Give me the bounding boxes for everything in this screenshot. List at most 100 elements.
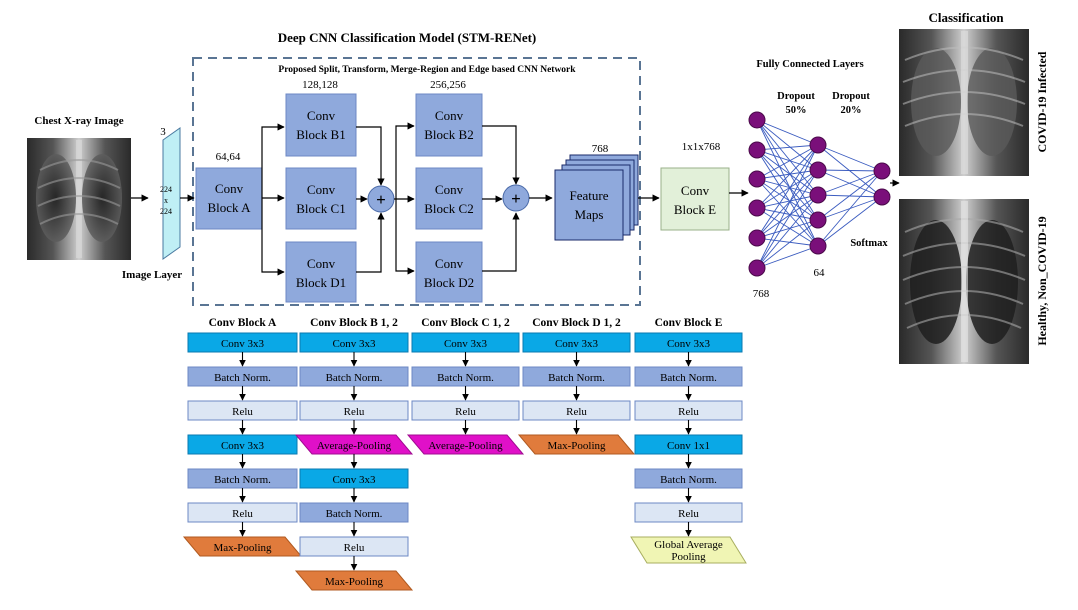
layer-label-conv-3x3: Conv 3x3 (332, 474, 376, 486)
feature-maps-line1: Feature (570, 188, 609, 203)
conv-block-b1 (285, 93, 357, 157)
fc-neuron-layer-1 (748, 141, 766, 159)
arrow-merge1-to-d2 (395, 199, 415, 275)
layer-label-batch-norm: Batch Norm. (214, 372, 271, 384)
layer-label-relu: Relu (678, 406, 699, 418)
fc-neuron-layer-2 (809, 161, 827, 179)
layer-label-conv-3x3: Conv 3x3 (221, 440, 265, 452)
block-a-line1: Conv (215, 181, 244, 196)
block-c2-line1: Conv (435, 182, 464, 197)
fc-neuron-layer-1 (748, 259, 766, 277)
detail-header-conv-block-c-1-2: Conv Block C 1, 2 (421, 317, 510, 329)
layer-box-max-pooling (517, 434, 636, 455)
block-b1-line1: Conv (307, 108, 336, 123)
conv-block-a (195, 167, 263, 230)
layer-label-relu: Relu (232, 508, 253, 520)
fc-edge (756, 149, 819, 247)
fc-neuron-layer-2 (809, 237, 827, 255)
block-d2-line2: Block D2 (424, 275, 474, 290)
layer-label-conv-3x3: Conv 3x3 (667, 338, 711, 350)
fc-edge (756, 144, 819, 180)
fc-edge (817, 169, 883, 172)
feature-maps-dim: 768 (592, 143, 609, 155)
arrow-b2-to-merge2 (482, 125, 520, 185)
fc-edge (756, 169, 819, 239)
fc-edge (756, 169, 819, 209)
input-channels: 3 (160, 126, 166, 138)
layer-label-average-pooling: Average-Pooling (317, 440, 392, 452)
fc-edge (756, 119, 819, 196)
fc-edge (817, 170, 883, 247)
fc-edge (756, 245, 819, 269)
input-size-x: x (164, 196, 168, 205)
layer-label-batch-norm: Batch Norm. (660, 372, 717, 384)
image-layer-label: Image Layer (122, 269, 182, 281)
arrow-a-to-b1 (261, 123, 285, 198)
fc-edge (817, 169, 883, 198)
input-label: Chest X-ray Image (34, 115, 123, 127)
fc-title: Fully Connected Layers (756, 59, 863, 70)
network-subtitle: Proposed Split, Transform, Merge-Region … (278, 65, 576, 75)
fc-neuron-layer-2 (809, 136, 827, 154)
arrow-a-to-d1 (261, 198, 285, 276)
layer-label-relu: Relu (566, 406, 587, 418)
block-c1-line1: Conv (307, 182, 336, 197)
block-d1-line1: Conv (307, 256, 336, 271)
fc-neuron-layer-1 (748, 229, 766, 247)
arrow-b1-to-merge1 (356, 126, 385, 186)
block-a-dim: 64,64 (216, 151, 241, 163)
fc-edge (756, 194, 819, 239)
feature-maps-line2: Maps (575, 207, 604, 222)
class-covid-label: COVID-19 Infected (1035, 51, 1049, 152)
block-e-line1: Conv (681, 183, 710, 198)
layer-label-batch-norm: Batch Norm. (214, 474, 271, 486)
layer-label-conv-1x1: Conv 1x1 (667, 440, 710, 452)
arrow-merge1-to-b2 (395, 122, 415, 199)
fc-neuron-layer-1 (748, 170, 766, 188)
fc-layer1-count: 768 (753, 288, 770, 300)
block-a-line2: Block A (208, 200, 252, 215)
input-size-top: 224 (160, 185, 172, 194)
layer-label-batch-norm: Batch Norm. (326, 508, 383, 520)
block-b1-line2: Block B1 (296, 127, 345, 142)
fc-neuron-layer-2 (809, 211, 827, 229)
layer-box-average-pooling (294, 434, 414, 455)
fc-edge (756, 219, 819, 239)
layer-label-batch-norm: Batch Norm. (437, 372, 494, 384)
fc-edge (817, 170, 883, 196)
layer-label-max-pooling: Max-Pooling (547, 440, 606, 452)
layer-label-conv-3x3: Conv 3x3 (332, 338, 376, 350)
fc-neurons (748, 111, 891, 277)
block-e-line2: Block E (674, 202, 716, 217)
block-c1-line2: Block C1 (296, 201, 345, 216)
conv-block-c2 (415, 167, 483, 230)
fc-edge (756, 178, 819, 196)
block-c2-line2: Block C2 (424, 201, 473, 216)
fc-neuron-layer-2 (809, 186, 827, 204)
fc-edge (756, 194, 819, 269)
layer-label-relu: Relu (678, 508, 699, 520)
fc-edge (756, 178, 819, 221)
conv-block-c1 (285, 167, 357, 230)
layer-label-conv-3x3: Conv 3x3 (221, 338, 265, 350)
conv-block-d1 (285, 241, 357, 303)
arrow-d1-to-merge1 (356, 212, 385, 273)
fc-edge (756, 119, 819, 146)
fc-edge (756, 119, 819, 221)
layer-label-relu: Relu (344, 406, 365, 418)
dropout1-line1: Dropout (777, 91, 815, 102)
fc-edge (756, 144, 819, 239)
healthy-xray-image (899, 199, 1029, 364)
fc-edges (756, 119, 883, 269)
conv-block-e (660, 167, 730, 231)
fc-edge (756, 149, 819, 221)
class-healthy-label: Healthy, Non_COVID-19 (1035, 216, 1049, 345)
layer-label-batch-norm: Batch Norm. (326, 372, 383, 384)
covid-xray-image (899, 29, 1029, 176)
fc-neuron-layer-3 (873, 162, 891, 180)
dropout2-line2: 20% (841, 105, 862, 116)
block-e-dim: 1x1x768 (682, 141, 721, 153)
merge-1-plus: + (376, 190, 386, 209)
